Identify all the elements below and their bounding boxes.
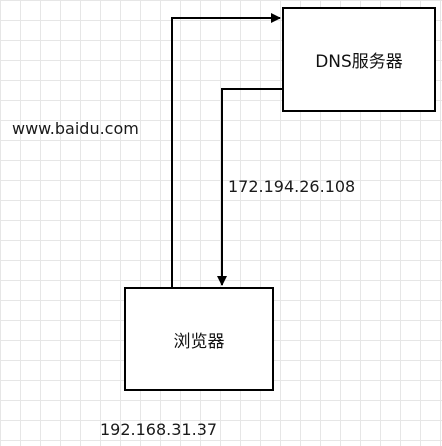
dns-server-node: DNS服务器	[282, 7, 436, 112]
browser-label: 浏览器	[173, 331, 225, 352]
browser-ip-label: 192.168.31.37	[100, 420, 218, 439]
dns-response-ip-label: 172.194.26.108	[228, 177, 356, 196]
dns-server-label: DNS服务器	[315, 52, 403, 72]
response-arrow	[217, 88, 282, 286]
request-arrow	[171, 13, 281, 287]
domain-label: www.baidu.com	[12, 119, 139, 138]
browser-node: 浏览器	[124, 287, 274, 391]
